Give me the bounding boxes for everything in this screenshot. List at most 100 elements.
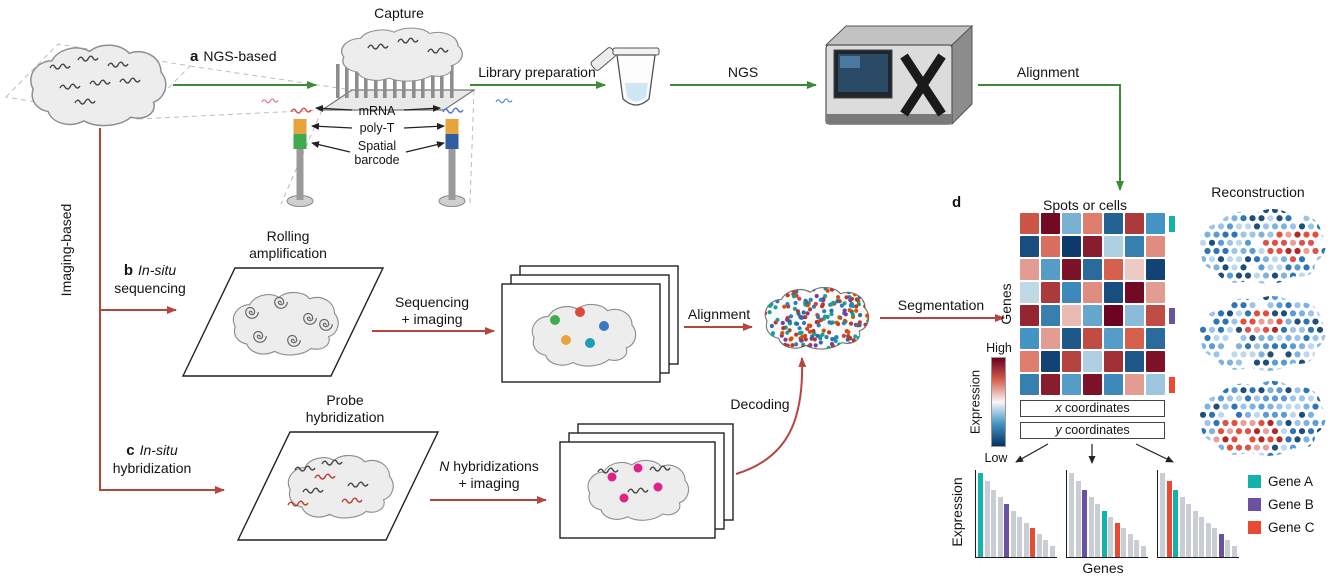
heatmap-cell	[1020, 259, 1039, 280]
heatmap-cell	[1083, 305, 1102, 326]
heatmap-cell	[1125, 236, 1144, 257]
label-amplification: amplification	[249, 244, 327, 261]
panel-letter-d-text: d	[952, 194, 962, 211]
label-spatial-2: barcode	[354, 153, 400, 167]
expression-bar-chart-2	[1157, 470, 1239, 558]
legend-item-gene-a: Gene A	[1248, 474, 1313, 489]
panel-letter-a: a	[190, 48, 199, 65]
heatmap-cell	[1062, 305, 1081, 326]
label-c-line2: hybridization	[112, 459, 192, 476]
label-polyt: poly-T	[359, 121, 395, 135]
heatmap-cell	[1125, 259, 1144, 280]
label-rolling-amplification: Rolling amplification	[249, 228, 327, 261]
gene-c-row-mark	[1169, 377, 1175, 393]
gene-b-label: Gene B	[1268, 497, 1314, 512]
label-colorbar-high: High	[986, 341, 1012, 355]
label-probe-hybridization: Probe hybridization	[306, 392, 385, 425]
expression-bar	[1069, 473, 1074, 557]
aligned-dots-brain	[764, 286, 870, 350]
heatmap-cell	[1020, 213, 1039, 234]
expression-bar	[1166, 481, 1172, 557]
label-ngs-based-text: NGS-based	[203, 48, 277, 64]
heatmap-cell	[1104, 305, 1123, 326]
gene-c-swatch	[1248, 521, 1261, 534]
gene-b-row-mark	[1169, 308, 1175, 324]
expression-bar	[1134, 540, 1139, 557]
label-colorbar-expression: Expression	[967, 369, 983, 435]
expression-bar	[1114, 523, 1120, 557]
expression-bar	[1225, 540, 1230, 557]
expression-bar	[1023, 523, 1029, 557]
expression-bar	[978, 473, 983, 557]
gene-b-swatch	[1248, 498, 1261, 511]
label-library-preparation: Library preparation	[478, 64, 596, 80]
label-capture: Capture	[374, 5, 424, 21]
expression-bar	[1127, 534, 1133, 557]
gene-a-swatch	[1248, 475, 1261, 488]
expression-bar	[1173, 490, 1178, 557]
heatmap-cell	[1062, 374, 1081, 395]
tube-icon	[590, 47, 660, 106]
heatmap-cell	[1125, 374, 1144, 395]
label-segmentation: Segmentation	[897, 297, 985, 313]
slide-stack-sequencing	[501, 265, 679, 383]
heatmap-cell	[1083, 282, 1102, 303]
label-ngs: NGS	[727, 64, 759, 80]
label-sequencing: Sequencing	[395, 294, 469, 310]
label-mrna: mRNA	[358, 104, 396, 118]
label-decoding: Decoding	[730, 396, 790, 412]
heatmap-cell	[1083, 259, 1102, 280]
expression-bar	[1095, 504, 1100, 557]
heatmap-cell	[1062, 236, 1081, 257]
label-spots-or-cells: Spots or cells	[1042, 197, 1128, 213]
heatmap-cell	[1104, 213, 1123, 234]
sequencer-icon	[824, 24, 974, 126]
label-imaging-based: Imaging-based	[58, 203, 74, 297]
panel-letter-b: b	[123, 262, 134, 279]
label-genes-axis: Genes	[998, 283, 1014, 325]
heatmap-cell	[1146, 328, 1165, 349]
heatmap-cell	[1041, 305, 1060, 326]
heatmap-cell	[1146, 374, 1165, 395]
label-rolling: Rolling	[266, 228, 310, 244]
panel-letter-c: c	[126, 442, 135, 459]
reconstruction-map-2	[1200, 380, 1326, 456]
label-hybridization: hybridization	[305, 408, 385, 425]
label-n-hybridizations-imaging: N hybridizations + imaging	[439, 458, 539, 491]
heatmap-cell	[1020, 305, 1039, 326]
expression-bar	[1010, 511, 1016, 557]
heatmap-cell	[1041, 374, 1060, 395]
label-colorbar-low: Low	[984, 451, 1008, 465]
heatmap-cell	[1083, 374, 1102, 395]
expression-bar	[1218, 534, 1224, 557]
gene-expression-matrix	[1020, 213, 1165, 395]
expression-bar	[1121, 528, 1126, 557]
slide-probe-hybridization	[236, 431, 440, 541]
label-sequencing-imaging: Sequencing + imaging	[395, 294, 469, 327]
label-plus-imaging-c: + imaging	[458, 474, 520, 491]
heatmap-cell	[1020, 282, 1039, 303]
y-coordinates-bar: y coordinates	[1020, 422, 1165, 439]
heatmap-cell	[1146, 213, 1165, 234]
reconstruction-map-0	[1200, 208, 1326, 284]
expression-bar	[1140, 546, 1146, 557]
expression-bar	[1030, 528, 1035, 557]
legend-item-gene-c: Gene C	[1248, 520, 1315, 535]
heatmap-cell	[1125, 213, 1144, 234]
gene-a-row-mark	[1169, 216, 1175, 232]
heatmap-cell	[1125, 328, 1144, 349]
heatmap-cell	[1083, 351, 1102, 372]
expression-colorbar	[991, 357, 1006, 447]
label-alignment-ngs: Alignment	[1016, 64, 1080, 80]
label-plus-imaging-b: + imaging	[401, 310, 463, 327]
coordinate-fan-arrows	[1015, 443, 1174, 464]
expression-bar	[1043, 540, 1048, 557]
label-probe: Probe	[326, 392, 364, 408]
heatmap-cell	[1041, 282, 1060, 303]
heatmap-cell	[1020, 236, 1039, 257]
expression-bar-chart-0	[975, 470, 1057, 558]
panel-letter-d: d	[952, 194, 966, 212]
